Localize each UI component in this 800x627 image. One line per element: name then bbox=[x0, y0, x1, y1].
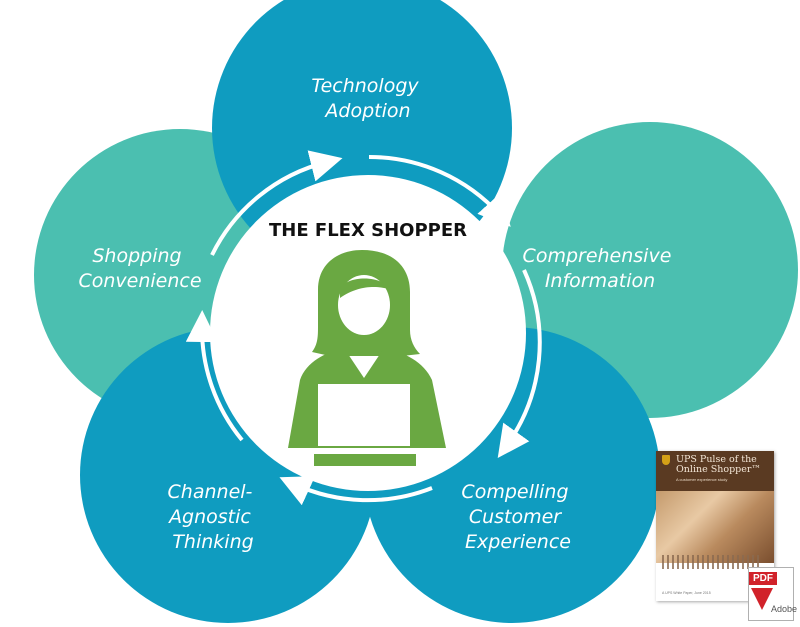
shopper-with-laptop-icon bbox=[288, 250, 446, 466]
petal-channel-line-2: Agnostic bbox=[167, 506, 251, 528]
report-cover-title: UPS Pulse of the Online Shopper™ bbox=[676, 454, 761, 475]
pdf-label: PDF bbox=[749, 572, 777, 585]
petal-experience-label: Compelling Customer Experience bbox=[461, 481, 574, 553]
report-cover-photo bbox=[656, 491, 774, 563]
petal-channel-line-1: Channel- bbox=[168, 481, 253, 503]
petal-experience-line-2: Customer bbox=[469, 506, 562, 528]
petal-channel-line-3: Thinking bbox=[172, 531, 253, 553]
report-pdf-download[interactable]: UPS Pulse of the Online Shopper™ A custo… bbox=[656, 451, 798, 623]
petal-information-line-1: Comprehensive bbox=[523, 245, 672, 267]
petal-convenience-line-1: Shopping bbox=[92, 245, 181, 267]
cycle-arrow-4 bbox=[185, 310, 244, 442]
petal-technology-line-1: Technology bbox=[311, 75, 419, 97]
download-arrow-icon bbox=[751, 588, 773, 610]
cycle-arrows bbox=[185, 150, 542, 506]
cycle-arrow-3 bbox=[279, 476, 433, 506]
report-cover: UPS Pulse of the Online Shopper™ A custo… bbox=[656, 451, 774, 601]
cycle-arrow-2 bbox=[497, 269, 542, 459]
petal-convenience-line-2: Convenience bbox=[78, 270, 201, 292]
petal-technology-label: Technology Adoption bbox=[311, 75, 424, 122]
pdf-download-icon[interactable]: PDF Adobe bbox=[748, 567, 798, 621]
petal-information-line-2: Information bbox=[545, 270, 655, 292]
petal-information-label: Comprehensive Information bbox=[523, 245, 678, 292]
petal-convenience-label: Shopping Convenience bbox=[78, 245, 201, 292]
cycle-arrow-5 bbox=[210, 150, 343, 256]
petal-technology-line-2: Adoption bbox=[323, 100, 410, 122]
report-cover-subtitle: A customer experience study bbox=[676, 477, 728, 482]
petal-experience-line-1: Compelling bbox=[461, 481, 568, 503]
cycle-arrow-1 bbox=[368, 154, 511, 227]
report-cover-footer: A UPS White Paper, June 2015 bbox=[662, 591, 711, 595]
report-cover-bars bbox=[662, 555, 762, 569]
petal-experience-line-3: Experience bbox=[465, 531, 571, 553]
adobe-label: Adobe bbox=[771, 604, 798, 614]
center-title: THE FLEX SHOPPER bbox=[269, 220, 467, 241]
petal-channel-label: Channel- Agnostic Thinking bbox=[167, 481, 258, 553]
ups-shield-icon bbox=[662, 455, 670, 465]
